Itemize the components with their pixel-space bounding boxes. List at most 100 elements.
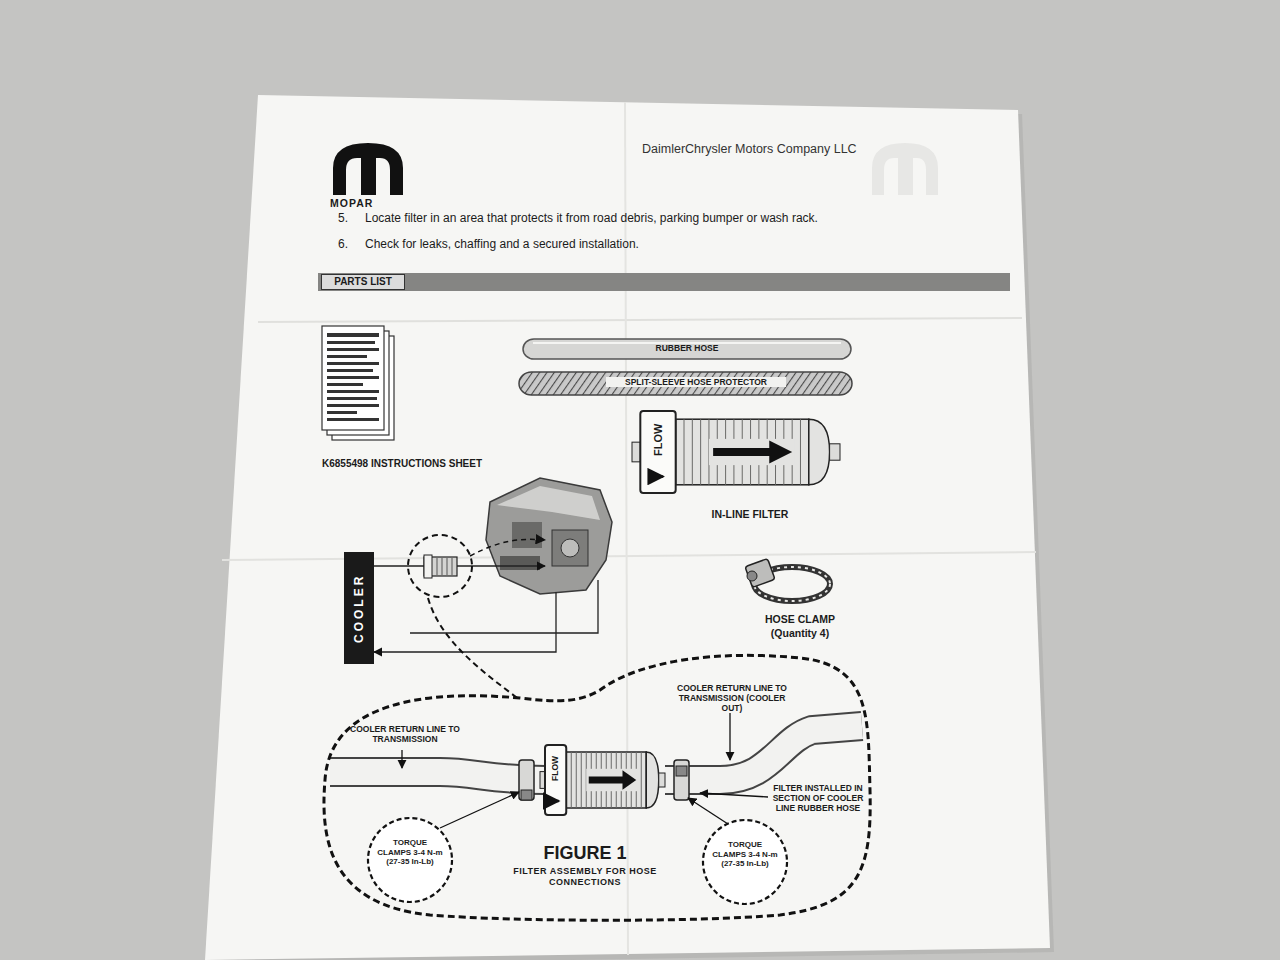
sheet-line	[327, 369, 373, 372]
node-heading: SPLIT-SLEEVE HOSE PROTECTOR	[606, 377, 786, 387]
node-heading: FLOW	[545, 748, 566, 788]
arrow-backing	[586, 769, 637, 791]
leader-line	[401, 750, 402, 768]
sheet-line	[327, 333, 379, 337]
sheet-line	[327, 362, 379, 365]
sleeve-part: SPLIT-SLEEVE HOSE PROTECTOR	[518, 371, 853, 396]
part-name: IN-LINE FILTER	[690, 508, 810, 521]
mopar-logo	[333, 143, 403, 195]
detail-circle	[408, 535, 472, 597]
filter-neck	[659, 773, 665, 787]
leader-line	[700, 793, 768, 797]
step-text: Check for leaks, chaffing and a secured …	[365, 237, 905, 251]
flow-arrow-shaft	[589, 777, 624, 784]
node-heading: RUBBER HOSE	[522, 343, 852, 353]
dashed-circle	[703, 820, 787, 904]
small-filter-ribs	[437, 558, 452, 575]
cooler-band: COOLER	[344, 552, 374, 664]
step-text: Locate filter in an area that protects i…	[365, 211, 905, 225]
filter-dome	[809, 419, 830, 485]
detail-leader	[428, 598, 520, 700]
small-filter-cap	[424, 555, 432, 578]
detail-leader	[470, 539, 545, 556]
node-heading: TORQUE CLAMPS 3-4 N-m (27-35 In-Lb)	[712, 840, 778, 869]
step-number: 6.	[338, 237, 358, 251]
flow-arrow-head	[623, 770, 637, 790]
filter-rib	[581, 752, 582, 808]
callout-note: COOLER RETURN LINE TO TRANSMISSION (COOL…	[668, 683, 796, 714]
node-heading: FLOW	[641, 415, 675, 465]
filter-rib	[700, 419, 701, 485]
filter-rib	[576, 752, 577, 808]
clamp-housing	[745, 559, 775, 588]
flow-arrow-shaft	[713, 448, 771, 456]
cooler-line	[374, 565, 424, 566]
sheet-line	[327, 341, 375, 344]
dashed-outline	[324, 655, 870, 920]
cooler-line	[410, 580, 598, 633]
part-name: HOSE CLAMP	[745, 613, 855, 626]
torque-callout: TORQUE CLAMPS 3-4 N-m (27-35 In-Lb)	[701, 818, 789, 906]
hose-part: RUBBER HOSE	[522, 338, 852, 360]
transmission-detail	[561, 539, 579, 557]
node-heading: PARTS LIST	[321, 274, 405, 290]
cap-arrow	[550, 800, 559, 803]
band-fill	[318, 273, 1010, 291]
filter-assembly: FLOW	[540, 745, 665, 815]
node-heading: COOLER	[344, 552, 374, 664]
faded-logo	[872, 143, 938, 195]
part-name: K6855498 INSTRUCTIONS SHEET	[322, 458, 532, 470]
hose-fill	[665, 726, 862, 780]
hose-outline	[330, 772, 545, 780]
filter-rib	[641, 752, 642, 808]
hose-clamp-illustration	[745, 559, 830, 601]
cap-arrow	[649, 475, 664, 478]
company-name: DaimlerChrysler Motors Company LLC	[642, 142, 962, 157]
sheet-line	[327, 383, 363, 386]
arrow-backing	[709, 439, 794, 465]
sheet-line	[327, 404, 379, 407]
section-band-outline	[318, 273, 1010, 291]
sleeve-fill	[519, 372, 852, 395]
filter-cap	[640, 411, 675, 493]
transmission-detail	[552, 530, 588, 566]
filter-ribs	[571, 752, 641, 808]
filter-ribs	[684, 419, 800, 485]
sheet-line	[327, 376, 379, 379]
section-band: PARTS LIST	[318, 273, 1010, 291]
node-heading: FIGURE 1	[520, 843, 650, 865]
filter-part: FLOW	[632, 411, 840, 493]
node-body: FILTER ASSEMBLY FOR HOSE CONNECTIONS	[510, 866, 660, 888]
cooler-lines	[374, 566, 598, 652]
band-fill	[344, 552, 374, 664]
transmission-highlight	[497, 486, 600, 520]
figure-clamp	[519, 760, 534, 800]
sheet-line	[327, 348, 379, 351]
transmission-detail	[500, 556, 540, 570]
sheet-page	[322, 326, 384, 430]
instruction-sheet-icon	[322, 326, 394, 440]
part-quantity: (Quantity 4)	[745, 627, 855, 640]
leader-line	[440, 792, 519, 828]
filter-neck	[632, 442, 640, 462]
paper-sheet	[205, 95, 1050, 960]
filter-rib	[571, 752, 572, 808]
transmission-detail	[512, 522, 542, 548]
transmission-case	[486, 478, 612, 594]
clamp-screw	[676, 766, 687, 776]
dashed-circle	[368, 818, 452, 902]
small-filter	[424, 555, 457, 578]
paper-fold	[625, 102, 628, 955]
hose-fill	[330, 772, 545, 780]
leader-line	[729, 713, 730, 760]
sheet-line	[327, 355, 367, 358]
brand-name: MOPAR	[330, 197, 420, 210]
torque-callout: TORQUE CLAMPS 3-4 N-m (27-35 In-Lb)	[366, 816, 454, 904]
filter-dome	[646, 752, 659, 808]
filter-body	[676, 419, 809, 485]
filter-neck	[830, 444, 840, 460]
transmission-illustration	[486, 478, 612, 594]
filter-cap	[545, 745, 566, 815]
